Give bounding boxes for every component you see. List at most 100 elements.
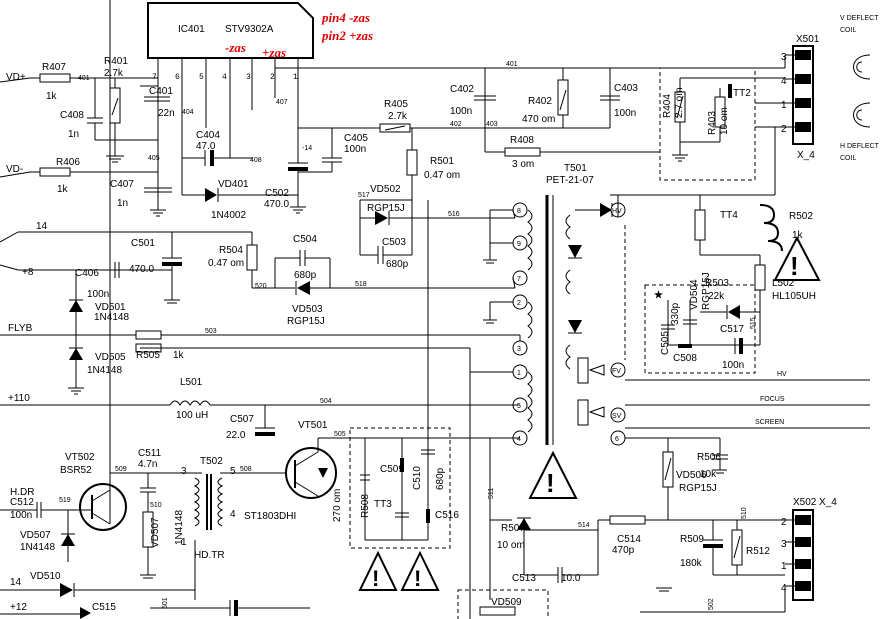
svg-text:VD507: VD507 (20, 530, 51, 541)
svg-text:R502: R502 (789, 211, 813, 222)
svg-text:C508: C508 (673, 353, 697, 364)
svg-text:C507: C507 (230, 414, 254, 425)
svg-text:1: 1 (781, 100, 787, 111)
svg-text:VD510: VD510 (30, 571, 61, 582)
svg-text:FLYB: FLYB (8, 323, 33, 334)
svg-text:R509: R509 (680, 534, 704, 545)
resistor-r501: R501 0.47 om (406, 128, 460, 200)
cap-c408: C408 1n (60, 78, 158, 141)
cap-c508: R506 10k (697, 438, 728, 480)
svg-text:X_4: X_4 (819, 497, 837, 508)
cap-c401: C401 22n 404 (140, 85, 194, 140)
svg-text:C512: C512 (10, 497, 34, 508)
note-plus: +zas (262, 45, 286, 60)
svg-text:100n: 100n (87, 289, 109, 300)
ic-pin-5: 5 (199, 73, 204, 82)
warning-icon: ! (528, 450, 578, 499)
svg-text:401: 401 (506, 61, 518, 68)
svg-text:505: 505 (334, 431, 346, 438)
input-flyb: FLYB 503 (0, 323, 520, 340)
svg-text:TT4: TT4 (720, 210, 738, 221)
svg-text:408: 408 (250, 157, 262, 164)
svg-text:C513: C513 (512, 573, 536, 584)
svg-text:HV: HV (777, 371, 787, 378)
svg-text:C510: C510 (412, 466, 423, 490)
svg-text:404: 404 (182, 109, 194, 116)
labels-hdr: 100n H.DR VD507 VD507 1N4148 (10, 487, 55, 553)
resistor-r502: TT4 (694, 194, 760, 256)
svg-text:!: ! (414, 566, 421, 591)
svg-text:1: 1 (517, 370, 521, 377)
svg-text:RGP15J: RGP15J (701, 272, 712, 310)
svg-text:VD401: VD401 (218, 179, 249, 190)
svg-text:10 om: 10 om (719, 107, 730, 135)
svg-text:1: 1 (181, 537, 187, 548)
svg-text:L502: L502 (772, 278, 795, 289)
svg-text:R501: R501 (430, 156, 454, 167)
svg-text:4.7n: 4.7n (138, 459, 157, 470)
svg-text:RGP15J: RGP15J (679, 483, 717, 494)
svg-text:402: 402 (450, 121, 462, 128)
svg-text:5: 5 (230, 466, 236, 477)
svg-text:R503: R503 (705, 278, 729, 289)
svg-text:C515: C515 (92, 602, 116, 613)
svg-text:3: 3 (781, 52, 787, 63)
connector-x502: X502 X_4 2 3 1 4 502 (640, 497, 837, 613)
input-8: +8 C406 100n (0, 262, 180, 388)
svg-text:1k: 1k (46, 91, 58, 102)
svg-text:C403: C403 (614, 83, 638, 94)
svg-text:VD505: VD505 (95, 352, 126, 363)
svg-text:330p: 330p (670, 302, 681, 325)
cap-c503: C503 680p (360, 237, 412, 270)
resistor-r505: R505 1k (135, 343, 471, 619)
svg-text:407: 407 (276, 99, 288, 106)
svg-text:VD507: VD507 (150, 517, 161, 548)
svg-text:9: 9 (517, 241, 521, 248)
ic401-part: STV9302A (225, 24, 274, 35)
svg-text:R401: R401 (104, 56, 128, 67)
svg-text:ST1803DHI: ST1803DHI (244, 511, 296, 522)
cap-c403: C403 100n (600, 68, 638, 128)
svg-text:511: 511 (488, 488, 495, 499)
svg-text:R507: R507 (501, 523, 525, 534)
svg-text:COIL: COIL (840, 155, 856, 162)
svg-text:BSR52: BSR52 (60, 465, 92, 476)
svg-text:X502: X502 (793, 497, 817, 508)
note-pin4: pin4 -zas (321, 10, 370, 25)
svg-text:3: 3 (781, 539, 787, 550)
svg-text:1N4148: 1N4148 (20, 542, 55, 553)
svg-text:C402: C402 (450, 84, 474, 95)
svg-text:HV: HV (612, 208, 622, 215)
svg-text:2: 2 (781, 124, 787, 135)
svg-text:470.0: 470.0 (264, 199, 289, 210)
svg-text:516: 516 (448, 211, 460, 218)
svg-text:+110: +110 (8, 393, 30, 404)
cap-c513: R509 180k 510 (668, 507, 785, 575)
resistor-r402: R402 470 om (485, 68, 610, 129)
resistor-r401: R401 2.7k (104, 56, 128, 152)
svg-text:C404: C404 (196, 130, 220, 141)
svg-text:T501: T501 (564, 163, 587, 174)
svg-text:2.7 om: 2.7 om (674, 87, 685, 118)
svg-text:1: 1 (781, 561, 787, 572)
svg-text:★: ★ (654, 290, 663, 301)
svg-text:X_4: X_4 (797, 150, 815, 161)
dashed-box-vd504: R503 22k VD504 RGP15J 330p C505 ★ C508 C… (644, 272, 760, 374)
transistor-vt501: VT501 ST1803DHI 505 508 (220, 420, 520, 522)
svg-text:C501: C501 (131, 238, 155, 249)
svg-text:SCREEN: SCREEN (755, 419, 784, 426)
svg-text:T502: T502 (200, 456, 223, 467)
svg-text:508: 508 (240, 466, 252, 473)
svg-text:680p: 680p (435, 467, 446, 490)
svg-text:H DEFLECT: H DEFLECT (840, 143, 880, 150)
svg-text:R508: R508 (360, 494, 371, 518)
svg-text:8: 8 (517, 208, 521, 215)
cap-c404: C404 47.0 408 (182, 130, 262, 166)
resistor-r405: R405 2.7k 402 (205, 92, 462, 133)
svg-text:TT3: TT3 (374, 499, 392, 510)
svg-text:PET-21-07: PET-21-07 (546, 175, 594, 186)
svg-text:1k: 1k (57, 184, 69, 195)
svg-text:518: 518 (355, 281, 367, 288)
svg-text:680p: 680p (386, 259, 409, 270)
svg-text:RGP15J: RGP15J (287, 316, 325, 327)
